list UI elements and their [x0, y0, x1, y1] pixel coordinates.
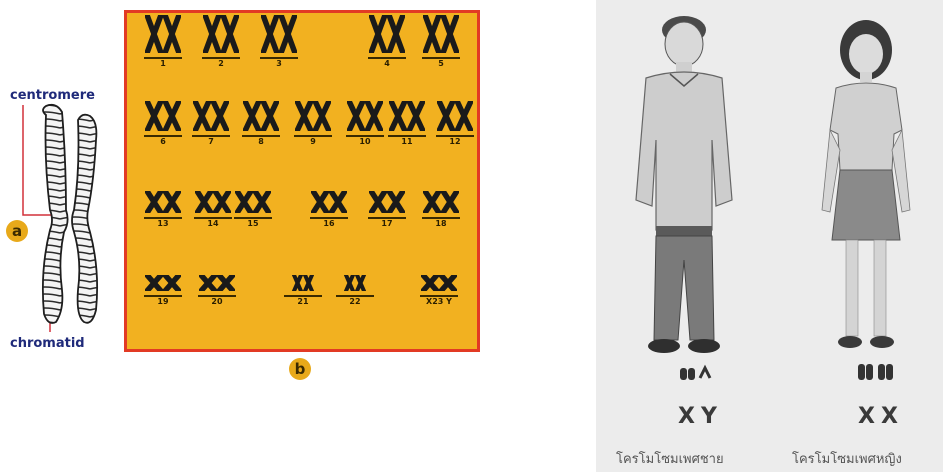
- male-caption: โครโมโซมเพศชาย: [616, 448, 724, 469]
- chromosome-number: 8: [239, 137, 283, 147]
- people-drawing: [596, 0, 943, 380]
- chromosome-number: X23 Y: [417, 297, 461, 307]
- chromosome-number: 1: [141, 59, 185, 69]
- chromosome-number: 20: [195, 297, 239, 307]
- chromosome-slot-9: 9: [291, 101, 335, 147]
- chromosome-slot-19: 19: [141, 275, 185, 307]
- chromosome-number: 10: [343, 137, 387, 147]
- chromosome-slot-11: 11: [385, 101, 429, 147]
- chromosome-pair-icon: [261, 15, 297, 53]
- chromosome-pair-icon: [145, 275, 181, 291]
- chromosome-pair-icon: [243, 101, 279, 131]
- chromosome-pair-icon: [145, 191, 181, 213]
- chromosome-number: 5: [419, 59, 463, 69]
- chromosome-slot-21: 21: [281, 275, 325, 307]
- chromosome-diagram: centromere chromatid a: [0, 60, 120, 360]
- chromosome-slot-10: 10: [343, 101, 387, 147]
- chromosome-pair-icon: [145, 101, 181, 131]
- chromosome-pair-icon: [235, 191, 271, 213]
- chromosome-number: 18: [419, 219, 463, 229]
- chromosome-number: 17: [365, 219, 409, 229]
- chromosome-number: 3: [257, 59, 301, 69]
- chromosome-slot-20: 20: [195, 275, 239, 307]
- chromosome-slot-2: 2: [199, 15, 243, 69]
- chromosome-slot-14: 14: [191, 191, 235, 229]
- chromosome-pair-icon: [295, 101, 331, 131]
- chromosome-slot-18: 18: [419, 191, 463, 229]
- chromosome-slot-22: 22: [333, 275, 377, 307]
- chromosome-drawing: [0, 60, 120, 360]
- male-chromosome-label: XY: [678, 404, 723, 429]
- female-figure: [822, 20, 910, 348]
- chromosome-slot-1: 1: [141, 15, 185, 69]
- chromosome-number: 6: [141, 137, 185, 147]
- chromosome-pair-icon: [421, 275, 457, 291]
- chromosome-number: 19: [141, 297, 185, 307]
- chromosome-pair-icon: [369, 191, 405, 213]
- chromosome-number: 7: [189, 137, 233, 147]
- chromosome-number: 12: [433, 137, 477, 147]
- chromosome-slot-23: X23 Y: [417, 275, 461, 307]
- chromosome-pair-icon: [145, 15, 181, 53]
- chromosome-pair-icon: [193, 101, 229, 131]
- sex-chromosome-illustration: XY XX โครโมโซมเพศชาย โครโมโซมเพศหญิง: [596, 0, 943, 472]
- chromosome-slot-17: 17: [365, 191, 409, 229]
- chromosome-number: 9: [291, 137, 335, 147]
- chromosome-number: 13: [141, 219, 185, 229]
- chromosome-number: 2: [199, 59, 243, 69]
- chromosome-pair-icon: [437, 101, 473, 131]
- chromosome-number: 4: [365, 59, 409, 69]
- chromosome-number: 15: [231, 219, 275, 229]
- chromosome-slot-7: 7: [189, 101, 233, 147]
- chromosome-slot-3: 3: [257, 15, 301, 69]
- chromosome-number: 21: [281, 297, 325, 307]
- chromosome-slot-16: 16: [307, 191, 351, 229]
- chromosome-pair-icon: [389, 101, 425, 131]
- chromosome-pair-icon: [292, 275, 314, 291]
- label-b-badge: b: [289, 358, 311, 380]
- chromosome-pair-icon: [347, 101, 383, 131]
- chromosome-number: 14: [191, 219, 235, 229]
- chromosome-pair-icon: [423, 191, 459, 213]
- chromosome-slot-8: 8: [239, 101, 283, 147]
- chromosome-pair-icon: [369, 15, 405, 53]
- male-figure: [636, 16, 732, 353]
- chromosome-number: 16: [307, 219, 351, 229]
- chromosome-slot-15: 15: [231, 191, 275, 229]
- chromosome-slot-4: 4: [365, 15, 409, 69]
- chromosome-pair-icon: [311, 191, 347, 213]
- chromosome-slot-13: 13: [141, 191, 185, 229]
- chromosome-number: 11: [385, 137, 429, 147]
- chromosome-pair-icon: [203, 15, 239, 53]
- female-chromosome-label: XX: [858, 404, 904, 429]
- chromosome-pair-icon: [199, 275, 235, 291]
- chromosome-pair-icon: [344, 275, 366, 291]
- chromosome-slot-12: 12: [433, 101, 477, 147]
- chromosome-pair-icon: [423, 15, 459, 53]
- chromosome-pair-icon: [195, 191, 231, 213]
- chromosome-slot-5: 5: [419, 15, 463, 69]
- female-caption: โครโมโซมเพศหญิง: [792, 448, 902, 469]
- chromosome-slot-6: 6: [141, 101, 185, 147]
- chromosome-number: 22: [333, 297, 377, 307]
